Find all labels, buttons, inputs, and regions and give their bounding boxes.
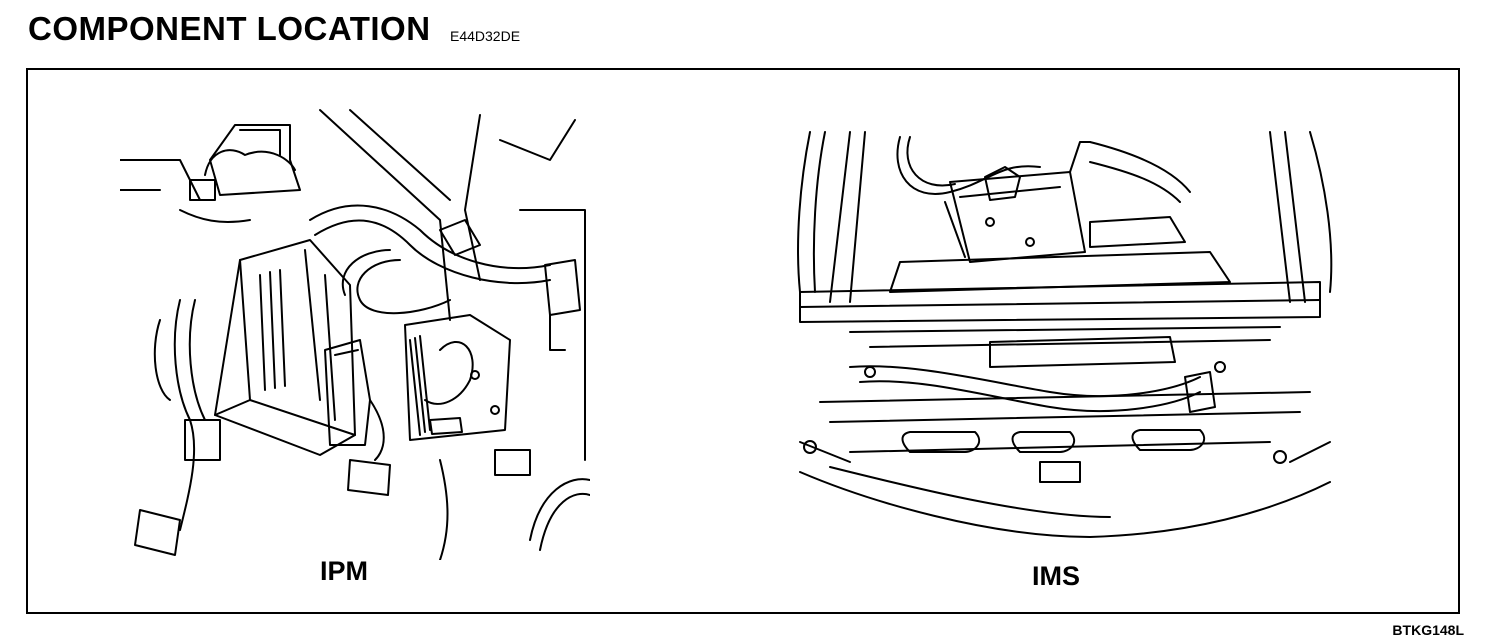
page-title: COMPONENT LOCATION	[28, 10, 431, 47]
ims-illustration-icon	[790, 122, 1340, 542]
ims-caption: IMS	[1032, 561, 1081, 591]
figure-id: BTKG148L	[1392, 622, 1464, 638]
figure-frame	[26, 68, 1460, 614]
ipm-illustration-icon	[120, 100, 590, 560]
document-code: E44D32DE	[450, 28, 521, 44]
ipm-caption: IPM	[320, 556, 369, 586]
